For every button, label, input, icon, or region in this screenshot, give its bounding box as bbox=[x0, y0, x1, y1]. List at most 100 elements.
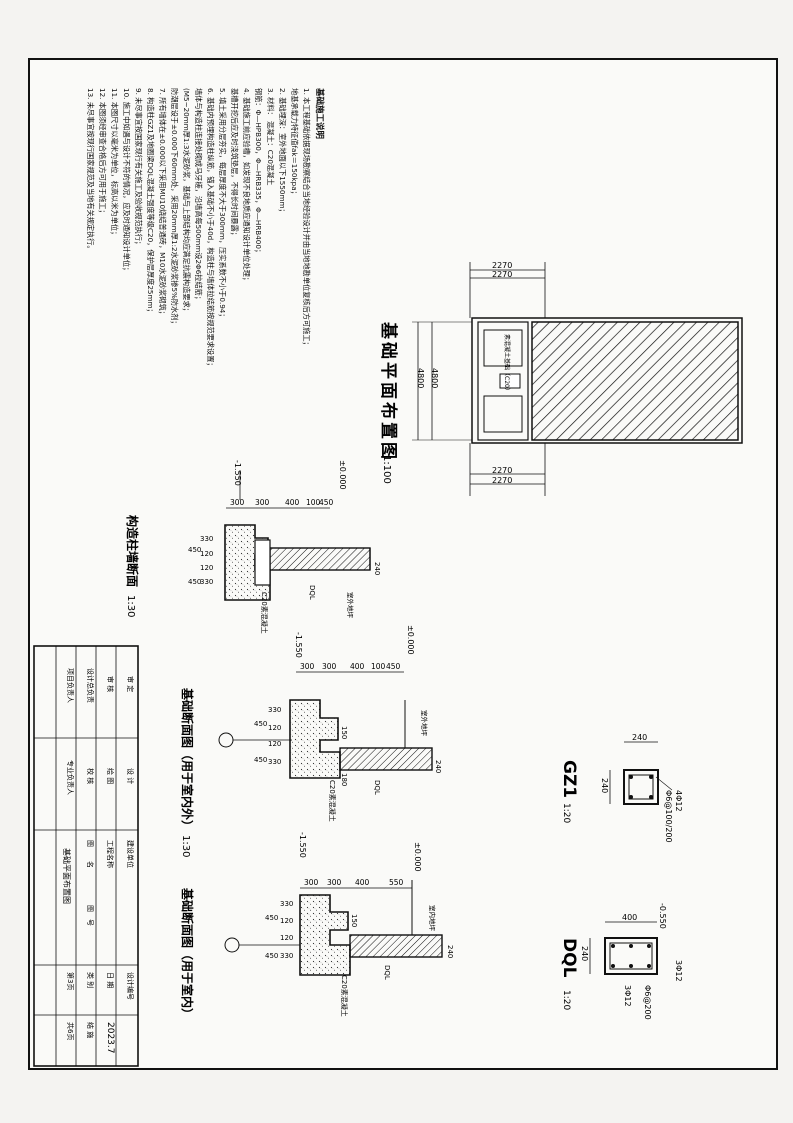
sec1-dim-a3: 100 bbox=[306, 498, 321, 507]
dql-outline bbox=[604, 937, 658, 975]
sec2-dim-180: 180 bbox=[340, 773, 348, 786]
section-inner: -1.550 ±0.000 300 300 400 550 330 120 12… bbox=[180, 832, 454, 1020]
gz1-dim-h: 240 bbox=[600, 778, 609, 793]
sec3-dim-450b: 450 bbox=[265, 952, 278, 960]
plan-title: 基础平面布置图 bbox=[378, 321, 399, 462]
sec2-dim-a4: 450 bbox=[386, 662, 401, 671]
sec3-dim-v0: 330 bbox=[280, 900, 293, 908]
sec2-title: 基础断面图（用于室内外） bbox=[180, 687, 195, 832]
sec3-dim-240: 240 bbox=[446, 945, 454, 958]
tb-c6-2: 共6页 bbox=[66, 1022, 75, 1040]
sec3-c20: C20素混凝土 bbox=[340, 975, 349, 1017]
tb-c3-1: 工程名称 bbox=[106, 840, 115, 868]
sec1-dim-a0: 300 bbox=[230, 498, 245, 507]
sec2-dim-v2: 120 bbox=[268, 740, 281, 748]
plan-dim-a: 2270 bbox=[492, 261, 512, 270]
section-outer: -1.550 ±0.000 300 300 400 100 450 330 12… bbox=[180, 625, 442, 857]
dql-rebar-stirrup: Φ6@200 bbox=[643, 985, 652, 1020]
sec3-dim-b0: 300 bbox=[304, 878, 319, 887]
sec2-dim-a0: 300 bbox=[300, 662, 315, 671]
sec1-dim-450a: 450 bbox=[188, 546, 201, 554]
sec1-dim-450b: 450 bbox=[188, 578, 201, 586]
tb-c1-1: 审 核 bbox=[106, 676, 115, 692]
plan-dim-total-2: 4800 bbox=[430, 368, 439, 388]
sec2-elev-bot: -1.550 bbox=[294, 632, 303, 658]
sec1-dim-a1: 300 bbox=[255, 498, 270, 507]
plan-outline bbox=[471, 317, 743, 444]
tb-c5-1: 日 期 bbox=[106, 972, 114, 988]
sec3-elev-top: ±0.000 bbox=[413, 842, 422, 872]
tb-drawing-name: 基础平面布置图 bbox=[62, 848, 72, 904]
tb-c2-0: 设 计 bbox=[126, 768, 135, 784]
tb-c1-0: 审 定 bbox=[126, 676, 135, 692]
sec3-fill: 室内地坪 bbox=[428, 905, 437, 932]
sec3-title: 基础断面图（用于室内） bbox=[180, 887, 195, 1020]
plan-dim-total: 4800 bbox=[416, 368, 425, 388]
sec1-elev-top: ±0.000 bbox=[338, 460, 347, 490]
sec2-dim-a1: 300 bbox=[322, 662, 337, 671]
gz1-scale: 1:20 bbox=[561, 803, 571, 823]
sec1-scale: 1:30 bbox=[125, 595, 136, 617]
tb-sub: 图 号 bbox=[86, 905, 94, 926]
plan-dim-d: 2270 bbox=[492, 476, 512, 485]
sec2-dim-v3: 330 bbox=[268, 758, 281, 766]
sec1-elev-bot: -1.550 bbox=[233, 460, 242, 486]
plan-scale: 1:100 bbox=[381, 455, 392, 484]
sec1-dim-v3: 330 bbox=[200, 578, 213, 586]
section-column-wall: -1.550 ±0.000 300 300 400 100 450 330 12… bbox=[125, 460, 381, 634]
gz1-title: GZ1 bbox=[559, 760, 579, 798]
gz1-outline bbox=[623, 769, 659, 805]
sec2-dim-v0: 330 bbox=[268, 706, 281, 714]
tb-c5-2: 类 别 bbox=[86, 972, 95, 988]
plan-slab bbox=[531, 321, 739, 441]
plan-dim-b: 2270 bbox=[492, 270, 512, 279]
gz1-rebar-stirrup: Φ6@100/200 bbox=[664, 790, 673, 843]
dql-rebar-top: 3Φ12 bbox=[674, 960, 683, 982]
sec1-dim-v0: 330 bbox=[200, 535, 213, 543]
tb-c2-2: 校 核 bbox=[86, 768, 95, 784]
dql-detail: 400 240 -0.550 3Φ12 3Φ12 Φ6@200 DQL 1:20 bbox=[559, 903, 683, 1020]
tb-c5-3: 第3页 bbox=[66, 972, 75, 990]
sec2-dim-a3: 100 bbox=[371, 662, 386, 671]
gz1-rebar-main: 4Φ12 bbox=[674, 790, 683, 812]
plan-dim-c: 2270 bbox=[492, 466, 512, 475]
tb-c6-0: 2023.7 bbox=[105, 1022, 115, 1054]
sec3-dim-v3: 330 bbox=[280, 952, 293, 960]
sec2-dim-a2: 400 bbox=[350, 662, 365, 671]
plan-label: 素混凝土基础（C20） bbox=[503, 334, 511, 394]
tb-c2-3: 专业负责人 bbox=[66, 760, 75, 795]
sec1-fill: 室外地坪 bbox=[346, 592, 355, 619]
sec1-dim-a4: 450 bbox=[319, 498, 334, 507]
sec1-c20: C20素混凝土 bbox=[260, 592, 269, 634]
tb-c3-2: 图 名 bbox=[86, 840, 95, 868]
gz1-dim-w: 240 bbox=[632, 733, 647, 742]
sec1-title: 构造柱墙断面 bbox=[125, 515, 140, 587]
plan-pad-top bbox=[483, 329, 523, 367]
sec2-dim-450b: 450 bbox=[254, 756, 267, 764]
sec3-dim-b2: 400 bbox=[355, 878, 370, 887]
sec2-dim-450a: 450 bbox=[254, 720, 267, 728]
sec1-dql: DQL bbox=[308, 585, 316, 600]
sec1-dim-240: 240 bbox=[373, 562, 381, 575]
plan-strip bbox=[477, 321, 529, 441]
sec3-dql: DQL bbox=[383, 965, 391, 980]
tb-c6-1: 结 施 bbox=[86, 1022, 95, 1038]
sec2-dim-v1: 120 bbox=[268, 724, 281, 732]
sec3-dim-v1: 120 bbox=[280, 917, 293, 925]
tb-c1-3: 项目负责人 bbox=[66, 668, 75, 703]
dql-dim-h: 240 bbox=[580, 946, 589, 961]
sec1-dim-a2: 400 bbox=[285, 498, 300, 507]
sec3-dim-150: 150 bbox=[350, 914, 358, 927]
dql-scale: 1:20 bbox=[561, 990, 571, 1010]
tb-c5-0: 设计编号 bbox=[126, 972, 135, 1000]
tb-c2-1: 绘 图 bbox=[106, 768, 115, 784]
sec3-dim-450a: 450 bbox=[265, 914, 278, 922]
plan-pad-bottom bbox=[483, 395, 523, 433]
sec2-scale: 1:30 bbox=[180, 835, 191, 857]
foundation-plan: 素混凝土基础（C20） 2270 2270 2270 2270 4800 480… bbox=[378, 261, 743, 496]
dql-dim-w: 400 bbox=[622, 913, 637, 922]
sec3-dim-v2: 120 bbox=[280, 934, 293, 942]
gz1-detail: 240 240 4Φ12 Φ6@100/200 GZ1 1:20 bbox=[559, 733, 683, 843]
dql-rebar-bot: 3Φ12 bbox=[623, 985, 632, 1007]
